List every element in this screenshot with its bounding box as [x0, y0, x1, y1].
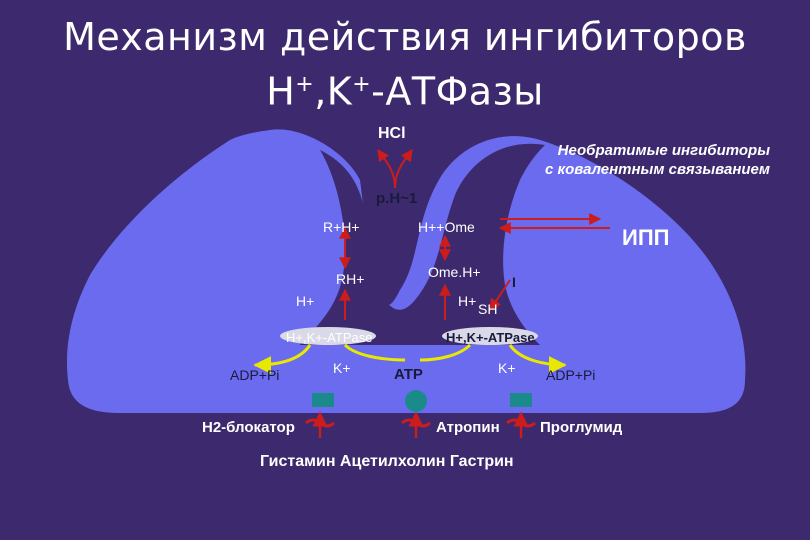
hcl-label: HCl: [378, 125, 406, 142]
block-mark-left: [305, 418, 335, 428]
atpase-pump-right: [442, 327, 538, 345]
yellow-arrow-left: [253, 344, 312, 374]
ome-h-label: Ome.H+: [428, 264, 481, 280]
k-left-label: K+: [333, 360, 351, 376]
rh-label: RH+: [336, 271, 364, 287]
mediators-label: Гистамин Ацетилхолин Гастрин: [260, 453, 514, 470]
adp-right-label: ADP+Pi: [546, 367, 595, 383]
title-line-1: Механизм действия ингибиторов: [63, 15, 747, 59]
atpase-pump-left: [280, 327, 376, 345]
hcl-arrow: [377, 149, 396, 189]
r-h-label: R+H+: [323, 219, 360, 235]
block-mark-center: [401, 418, 431, 428]
yellow-arrow-center-right: [419, 343, 472, 362]
adp-left-label: ADP+Pi: [230, 367, 279, 383]
proglumide-label: Проглумид: [540, 419, 623, 436]
block-mark-right: [506, 418, 536, 428]
i-mark-label: I: [512, 274, 516, 290]
atpase-right-label: H+,K+-ATPase: [446, 330, 535, 345]
ipp-label: ИПП: [622, 225, 669, 250]
h-left-label: H+: [296, 293, 314, 309]
atropine-label: Атропин: [436, 419, 500, 436]
ph-label: p.H~1: [376, 190, 417, 207]
receptor-m: [405, 390, 427, 412]
parietal-cell: [66, 129, 746, 413]
yellow-arrow-right: [508, 344, 567, 374]
atp-label: ATP: [394, 366, 423, 383]
atpase-left-label: H+,K+-ATPase: [286, 330, 372, 345]
title-line-2: H+,K+-АТФазы: [266, 69, 544, 114]
arrow-i-to-sh: [489, 279, 511, 311]
receptor-h2: [312, 393, 334, 407]
irreversible-inhibitors-note: Необратимые ингибиторы с ковалентным свя…: [544, 142, 770, 178]
receptor-gastrin: [510, 393, 532, 407]
h-right-label: H+: [458, 293, 476, 309]
sh-label: SH: [478, 301, 497, 317]
yellow-arrow-center-left: [343, 343, 406, 362]
h-ome-label: H++Ome: [418, 219, 475, 235]
canaliculus-lumen: [300, 143, 545, 345]
k-right-label: K+: [498, 360, 516, 376]
h2-blocker-label: H2-блокатор: [202, 419, 295, 436]
